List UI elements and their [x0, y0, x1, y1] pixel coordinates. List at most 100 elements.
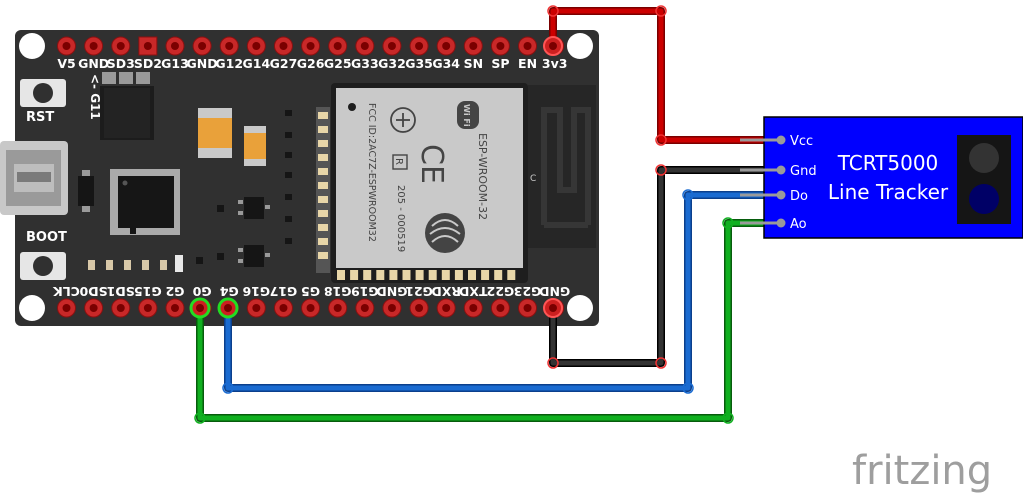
bottom-pin-label: TXD — [459, 284, 488, 299]
bottom-pin-g2[interactable] — [165, 298, 185, 318]
top-pin-g27[interactable] — [273, 36, 293, 56]
top-pin-label: G27 — [270, 56, 298, 71]
bottom-pin-label: G2 — [165, 284, 184, 299]
bottom-pin-label: G15 — [134, 284, 162, 299]
module-pin-label: Vcc — [790, 134, 813, 149]
top-pin-label: G14 — [243, 56, 271, 71]
mount-hole-bottom-right — [567, 295, 593, 321]
bottom-pin-label: CLK — [52, 284, 80, 299]
top-pin-gnd[interactable] — [192, 36, 212, 56]
smd-components — [130, 110, 292, 264]
top-pin-label: V5 — [57, 56, 75, 71]
top-pin-g25[interactable] — [328, 36, 348, 56]
bottom-pin-txd[interactable] — [463, 298, 483, 318]
top-pin-sn[interactable] — [463, 36, 483, 56]
top-pin-label: GND — [78, 56, 109, 71]
bottom-pin-label: G19 — [351, 284, 379, 299]
bottom-pin-g23[interactable] — [518, 298, 538, 318]
module-pin-do[interactable]: Do — [740, 189, 808, 204]
bottom-pin-label: G18 — [324, 284, 352, 299]
top-pin-label: G33 — [351, 56, 379, 71]
module-pin-label: Ao — [790, 217, 807, 232]
top-pin-g26[interactable] — [301, 36, 321, 56]
ir-sensor — [957, 135, 1011, 224]
module-pin-label: Do — [790, 189, 808, 204]
boot-button[interactable] — [20, 252, 66, 280]
bottom-pin-g16[interactable] — [246, 298, 266, 318]
rst-button[interactable] — [20, 79, 66, 107]
top-pin-sd3[interactable] — [111, 36, 131, 56]
module-pin-vcc[interactable]: Vcc — [740, 134, 813, 149]
svg-text:Wi Fi: Wi Fi — [462, 104, 471, 127]
bottom-pin-label: G22 — [487, 284, 515, 299]
bottom-pin-g17[interactable] — [273, 298, 293, 318]
module-pin-ao[interactable]: Ao — [740, 217, 807, 232]
bottom-pin-sd1[interactable] — [111, 298, 131, 318]
fcc-logo — [390, 107, 416, 133]
wifi-logo: Wi Fi — [457, 101, 479, 129]
top-pin-sd2[interactable] — [138, 36, 158, 56]
top-pin-g34[interactable] — [436, 36, 456, 56]
boot-label: BOOT — [26, 230, 67, 245]
bottom-pin-clk[interactable] — [57, 298, 76, 318]
top-pin-label: SP — [491, 56, 509, 71]
top-pin-v5[interactable] — [57, 36, 76, 56]
chip-code-text: 205 - 000519 — [395, 185, 406, 252]
bottom-pin-label: GND — [539, 284, 570, 299]
bottom-pin-label: G21 — [405, 284, 433, 299]
bottom-pin-label: G23 — [514, 284, 542, 299]
top-pin-g32[interactable] — [382, 36, 402, 56]
mount-hole-top-right — [567, 33, 593, 59]
ir-receiver — [969, 184, 999, 214]
transistor-1 — [238, 197, 270, 219]
top-pin-en[interactable] — [518, 36, 538, 56]
diode — [78, 176, 94, 206]
bottom-pin-g19[interactable] — [355, 298, 375, 318]
top-pin-label: G32 — [378, 56, 406, 71]
bottom-pin-g18[interactable] — [328, 298, 348, 318]
bottom-pin-sd0[interactable] — [84, 298, 104, 318]
bottom-pin-rxd[interactable] — [436, 298, 456, 318]
bottom-pin-g15[interactable] — [138, 298, 158, 318]
bottom-pin-gnd[interactable] — [382, 298, 402, 318]
chip-model-text: ESP-WROOM-32 — [476, 133, 489, 220]
svg-text:R: R — [393, 158, 404, 165]
top-pin-label: 3v3 — [542, 56, 568, 71]
module-pin-label: Gnd — [790, 164, 817, 179]
voltage-regulator — [100, 72, 154, 140]
top-pin-label: SD3 — [107, 56, 135, 71]
top-pin-label: G34 — [432, 56, 460, 71]
mount-hole-top-left — [19, 33, 45, 59]
connected-pin-highlights — [189, 36, 563, 319]
bottom-pin-label: G4 — [219, 284, 238, 299]
bottom-pin-g22[interactable] — [490, 298, 510, 318]
bottom-pin-label: G16 — [242, 284, 270, 299]
bottom-pin-label: SD1 — [107, 284, 135, 299]
top-pin-gnd[interactable] — [84, 36, 104, 56]
usb-connector — [0, 141, 68, 215]
top-pin-sp[interactable] — [490, 36, 510, 56]
usb-uart-chip — [110, 169, 180, 235]
bottom-pin-label: RXD — [431, 284, 461, 299]
antenna-mark: C — [530, 174, 536, 184]
resistors — [88, 255, 183, 272]
module-pin-gnd[interactable]: Gnd — [740, 164, 817, 179]
top-pin-label: GND — [187, 56, 218, 71]
chip-fcc-text: FCC ID:2AC7Z-ESPWROOM32 — [366, 103, 377, 242]
transistor-2 — [238, 245, 270, 267]
bottom-pin-g21[interactable] — [409, 298, 429, 318]
top-pin-g35[interactable] — [409, 36, 429, 56]
top-pin-g12[interactable] — [219, 36, 239, 56]
ce-mark: CE — [414, 144, 449, 184]
top-pin-label: G25 — [324, 56, 352, 71]
top-pin-label: G26 — [297, 56, 325, 71]
top-pin-g14[interactable] — [246, 36, 266, 56]
bottom-pin-g5[interactable] — [301, 298, 321, 318]
top-pin-g33[interactable] — [355, 36, 375, 56]
g11-label: <- G11 — [88, 74, 102, 120]
ir-emitter — [969, 143, 999, 173]
top-pin-g13[interactable] — [165, 36, 185, 56]
